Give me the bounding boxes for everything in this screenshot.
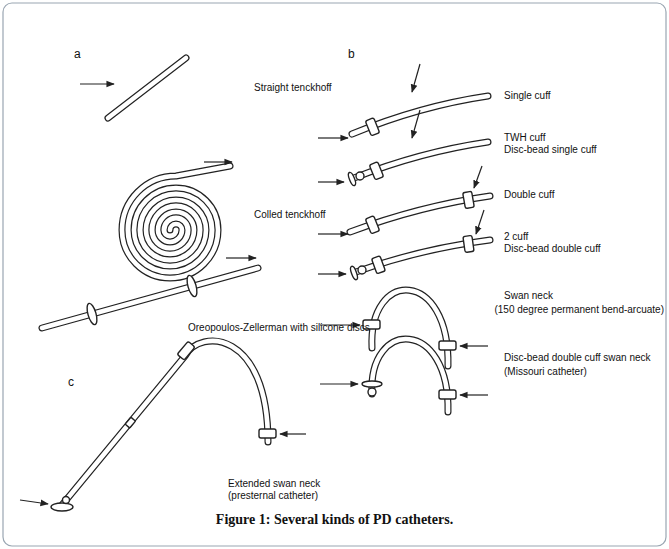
catheter-label: Single cuff — [504, 90, 551, 102]
catheter-label: 2 cuff — [504, 231, 528, 243]
panel-letter: a — [74, 48, 81, 60]
catheter-label: (presternal catheter) — [228, 490, 318, 502]
catheter-label: Oreopoulos-Zellerman with silicone discs — [188, 322, 370, 334]
panel-letter: b — [348, 48, 355, 60]
catheter-label: Swan neck — [504, 290, 553, 302]
panel-letter: c — [68, 376, 74, 388]
figure-caption: Figure 1: Several kinds of PD catheters. — [0, 512, 669, 528]
figure-frame — [3, 3, 666, 546]
catheter-tubes — [42, 58, 490, 505]
catheter-label: Disc-bead single cuff — [504, 144, 597, 156]
catheter-label: Double cuff — [504, 189, 554, 201]
pointer-arrows — [20, 64, 488, 504]
catheter-label: (Missouri catheter) — [504, 366, 587, 378]
cuffs-and-discs — [51, 118, 474, 511]
catheter-label: (150 degree permanent bend-arcuate) — [494, 304, 664, 316]
catheter-label: Disc-bead double cuff swan neck — [504, 352, 651, 364]
catheter-label: TWH cuff — [504, 132, 545, 144]
catheter-label: Disc-bead double cuff — [504, 243, 601, 255]
catheter-label: Straight tenckhoff — [254, 82, 332, 94]
catheter-label: Colled tenckhoff — [254, 209, 326, 221]
catheter-label: Extended swan neck — [228, 478, 320, 490]
